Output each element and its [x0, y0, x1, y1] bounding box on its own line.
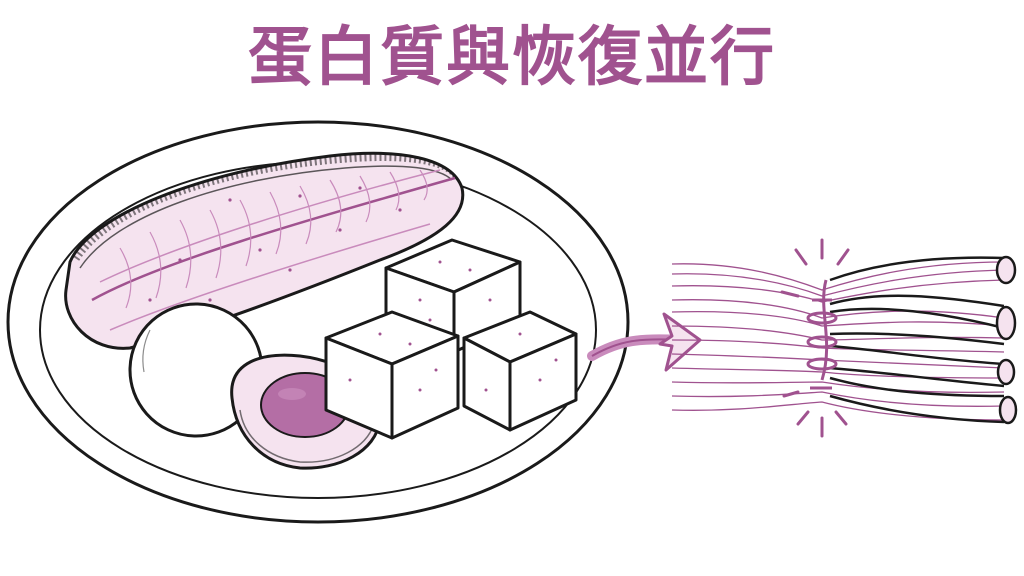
- egg-icon: [128, 302, 264, 438]
- fish-fillet-icon: [64, 151, 465, 350]
- muscle-fibers-icon: [671, 255, 1018, 425]
- fiber-ends: [995, 255, 1018, 425]
- spark-lines: [780, 238, 850, 438]
- fish-skin-texture: [70, 153, 463, 331]
- stitch-icon: [806, 279, 838, 390]
- tofu-cube-icon: [324, 238, 578, 440]
- tofu-cube: [324, 310, 460, 440]
- page-title: 蛋白質與恢復並行: [248, 21, 776, 95]
- tofu-cube: [462, 310, 578, 432]
